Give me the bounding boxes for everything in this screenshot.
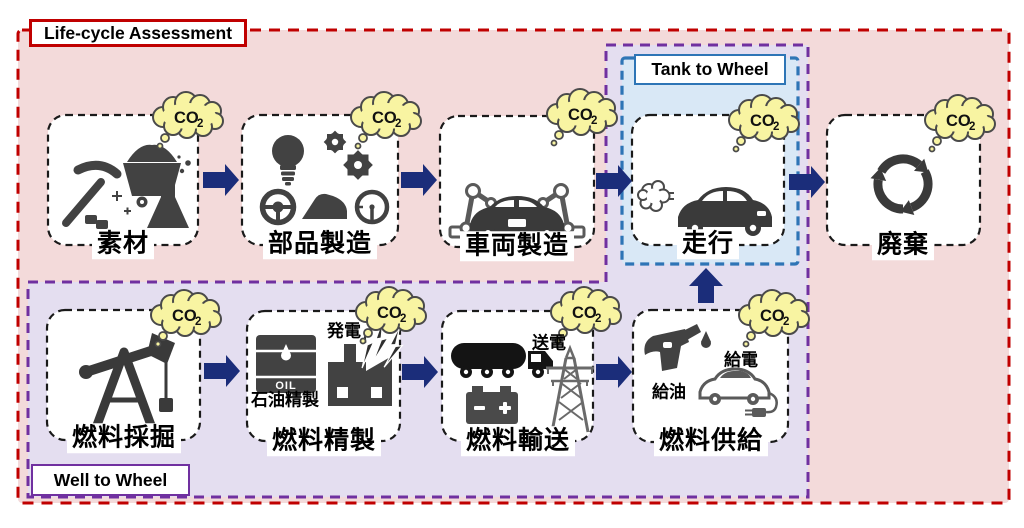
sub-label-power-transmission: 送電 (532, 333, 566, 353)
stage-label-fuel-refining: 燃料精製 (266, 426, 382, 456)
arrow-materials-to-parts (203, 164, 239, 196)
sub-label-oil-refining: 石油精製 (251, 390, 319, 410)
ore-nuggets-icon (85, 215, 108, 229)
fuel-supply-icons (644, 324, 778, 417)
fuel-transport-icons (451, 343, 594, 433)
stage-label-driving: 走行 (676, 229, 740, 259)
stage-label-disposal: 廃棄 (871, 230, 935, 260)
steering-wheel-icon (259, 188, 297, 226)
arrow-refining-to-transport (402, 356, 438, 388)
oil-barrel-icon: OIL (256, 335, 316, 393)
exhaust-cloud-icon (637, 180, 674, 212)
sub-label-power-generation: 発電 (327, 321, 361, 341)
arrow-extraction-to-refining (204, 355, 240, 387)
parts-manufacturing-icons (259, 130, 390, 226)
transmission-tower-icon (546, 344, 594, 433)
stage-label-materials: 素材 (91, 229, 155, 259)
sparkle-icon (112, 191, 131, 215)
lca-region-label: Life-cycle Assessment (29, 19, 247, 47)
stage-label-fuel-extraction: 燃料採掘 (66, 423, 182, 453)
arrow-transport-to-supply (596, 356, 632, 388)
stage-label-parts-manufacturing: 部品製造 (262, 229, 378, 259)
ev-car-icon (698, 367, 778, 417)
lightbulb-icon (272, 135, 304, 186)
fuel-refining-icons: OIL (256, 318, 406, 406)
stage-label-vehicle-manufacturing: 車両製造 (459, 231, 575, 261)
sub-label-refueling: 給油 (652, 382, 686, 402)
tanker-truck-icon (451, 343, 553, 378)
sub-label-charging: 給電 (724, 350, 758, 370)
battery-icon (466, 386, 518, 424)
oil-pump-icon (79, 333, 175, 433)
flask-icon (147, 155, 191, 228)
arrow-driving-to-disposal (789, 166, 825, 198)
arrow-parts-to-vehicle (401, 164, 437, 196)
stage-label-fuel-transport: 燃料輸送 (460, 426, 576, 456)
pickaxe-icon (62, 160, 122, 227)
driving-icons (637, 180, 772, 236)
well-to-wheel-label: Well to Wheel (31, 464, 190, 496)
oil-barrel-text: OIL (275, 380, 296, 392)
well-to-wheel-region-boundary (26, 43, 810, 499)
fuel-nozzle-icon (644, 324, 711, 371)
power-plant-icon (328, 344, 392, 406)
tank-to-wheel-label: Tank to Wheel (634, 54, 786, 85)
car-icon (678, 187, 772, 236)
car-body-panel-icon (302, 193, 347, 219)
gear-icon (323, 130, 373, 180)
stage-label-fuel-supply: 燃料供給 (653, 426, 769, 456)
arrow-supply-to-driving (689, 268, 723, 303)
gauge-icon (354, 189, 390, 225)
arrow-vehicle-to-driving (596, 165, 632, 197)
materials-icons (62, 144, 191, 229)
